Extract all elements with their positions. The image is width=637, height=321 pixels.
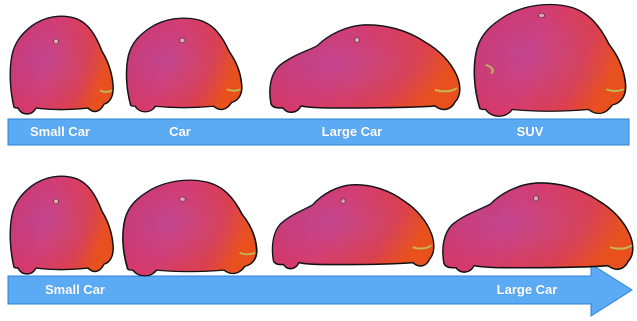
car-icon (127, 18, 242, 112)
car-morph-1-icon (10, 176, 113, 274)
label-small-car: Small Car (30, 124, 90, 140)
scale-label-small-car: Small Car (45, 282, 105, 298)
car-morph-2-icon (123, 180, 257, 276)
suv-icon (474, 5, 625, 117)
car-morph-3-icon (272, 185, 433, 269)
scale-label-large-car: Large Car (497, 282, 558, 298)
label-large-car: Large Car (322, 124, 383, 140)
small-car-icon (10, 16, 113, 114)
large-car-icon (270, 25, 460, 112)
label-suv: SUV (517, 124, 544, 140)
label-car: Car (169, 124, 191, 140)
car-morph-4-icon (443, 183, 633, 272)
